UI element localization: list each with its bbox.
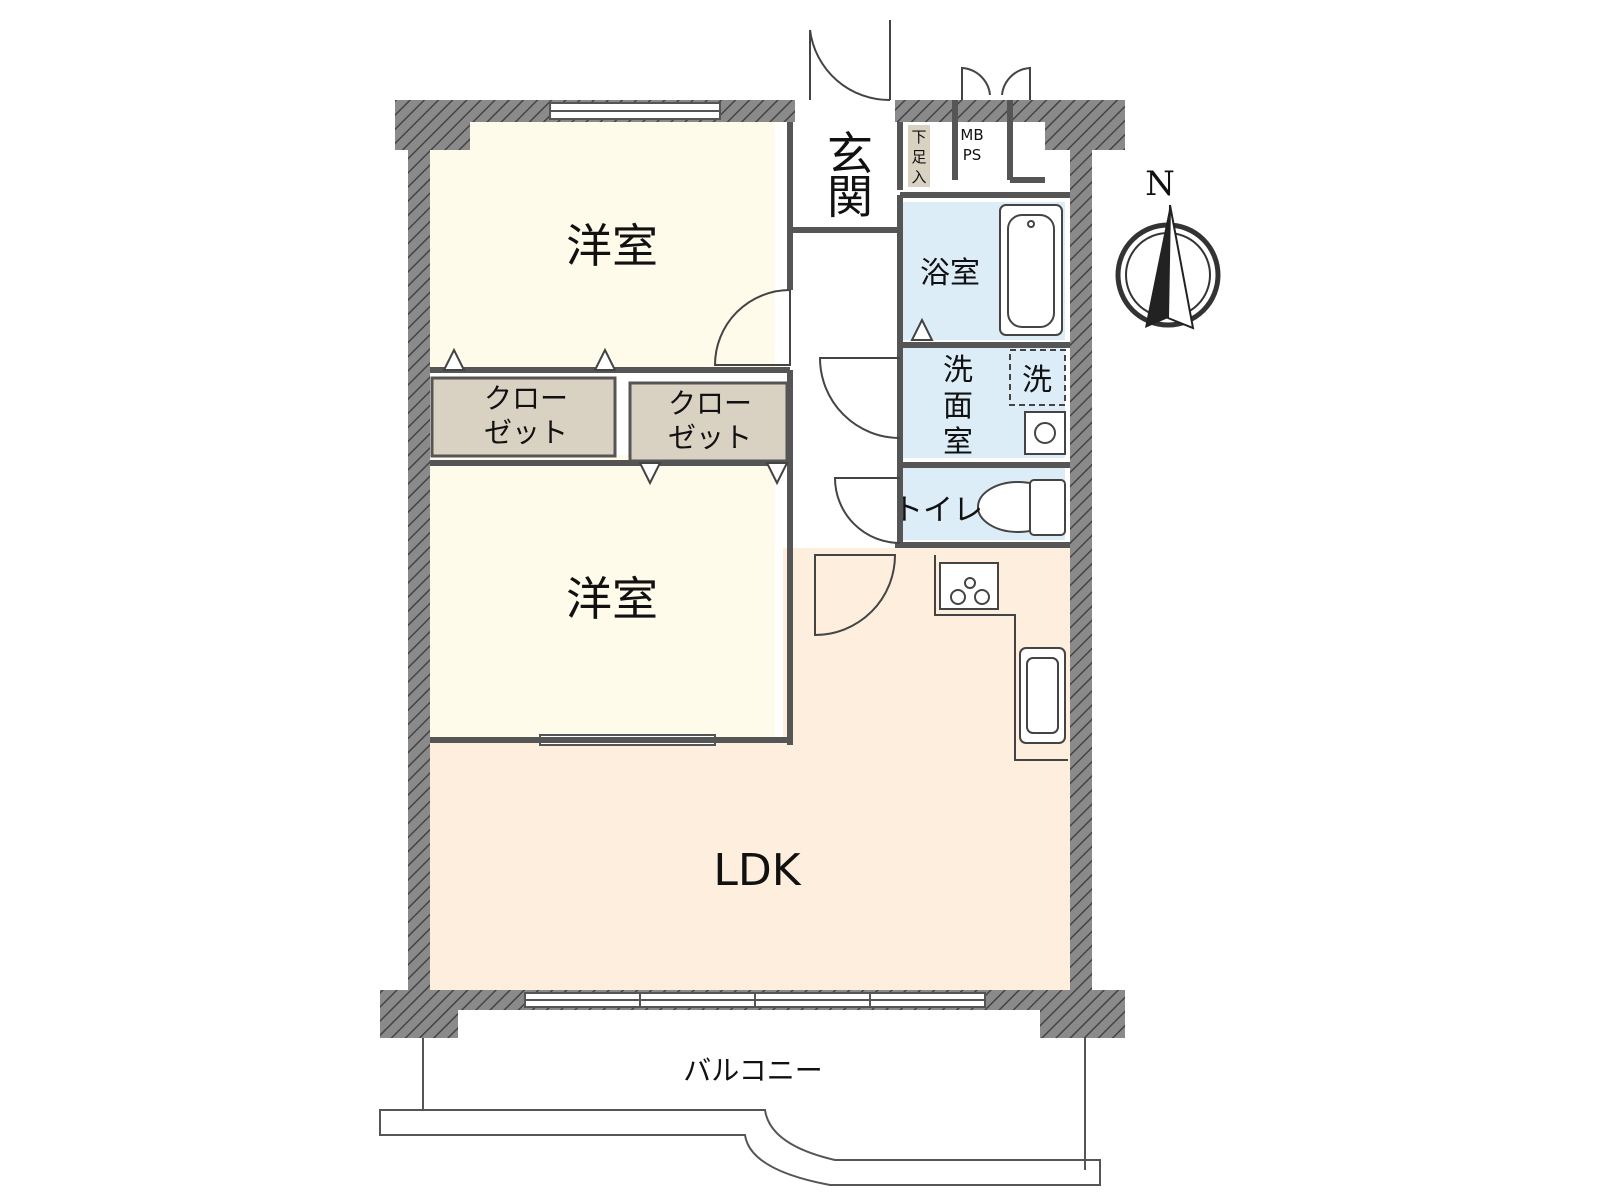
washing-machine-label: 洗 [1022, 363, 1052, 398]
kitchen-sink [1019, 647, 1066, 744]
wash-basin [1024, 411, 1066, 455]
bathtub [999, 204, 1063, 336]
ldk-hall-door-swing [814, 554, 897, 637]
corner-block-bl [380, 990, 458, 1038]
closet-2-label-line2: ゼット [668, 421, 752, 454]
compass-needle-dark [1145, 205, 1170, 328]
washroom-label-line3: 室 [943, 425, 973, 460]
compass-needle-light [1166, 204, 1195, 330]
stove [939, 562, 999, 610]
balcony-label: バルコニー [683, 1054, 822, 1087]
ldk-floor [430, 548, 1070, 990]
mbps-door-swing [961, 66, 1031, 100]
doors [713, 20, 1031, 637]
toilet-label: トイレ [893, 493, 983, 528]
entrance-door-swing [809, 29, 891, 102]
washroom-door-swing [818, 357, 901, 439]
washroom-label-line1: 洗 [943, 353, 973, 388]
compass-north-label: N [1145, 164, 1175, 204]
entrance-label-line1: 玄 [827, 127, 873, 181]
kitchen-counter [934, 555, 1068, 761]
closet-2-floor [630, 383, 787, 461]
washroom-label-line2: 面 [943, 389, 973, 424]
corner-block-tr [1045, 100, 1125, 150]
closet-2-frame [628, 381, 789, 463]
closet-1-label-line1: クロー [484, 382, 568, 415]
shoe-box-label-line3: 入 [911, 168, 926, 186]
wall-left [408, 100, 430, 995]
closet-1-frame [430, 376, 617, 458]
western-1-door-swing [713, 289, 791, 366]
compass: N [1115, 164, 1221, 330]
mbps-label-line1: MB [960, 126, 983, 144]
western-room-2-floor [430, 455, 775, 740]
bathroom-label: 浴室 [920, 256, 980, 291]
closet-1-floor [432, 378, 615, 456]
toilet-door-swing [833, 477, 901, 544]
shoe-box-label-line1: 下 [911, 128, 926, 146]
shoe-box-label-line2: 足 [911, 148, 926, 166]
balcony-outline [379, 1038, 1101, 1186]
closet-1-label-line2: ゼット [484, 416, 568, 449]
entrance-label-line2: 関 [827, 170, 873, 224]
balcony-railing [379, 1109, 1101, 1186]
ldk-label: LDK [713, 845, 801, 896]
mbps-label-line2: PS [963, 146, 982, 164]
closet-markers [442, 317, 934, 486]
shoe-box-floor [908, 125, 930, 187]
western-room-1-floor [430, 122, 775, 367]
toilet-fixture [977, 479, 1066, 536]
western-room-2-label: 洋室 [566, 572, 658, 626]
washing-machine-area [1009, 349, 1066, 406]
closet-2-label-line1: クロー [668, 387, 752, 420]
western-room-1-label: 洋室 [566, 219, 658, 273]
corner-block-tl [395, 100, 470, 150]
wall-right [1070, 150, 1092, 995]
corner-block-br [1040, 990, 1125, 1038]
